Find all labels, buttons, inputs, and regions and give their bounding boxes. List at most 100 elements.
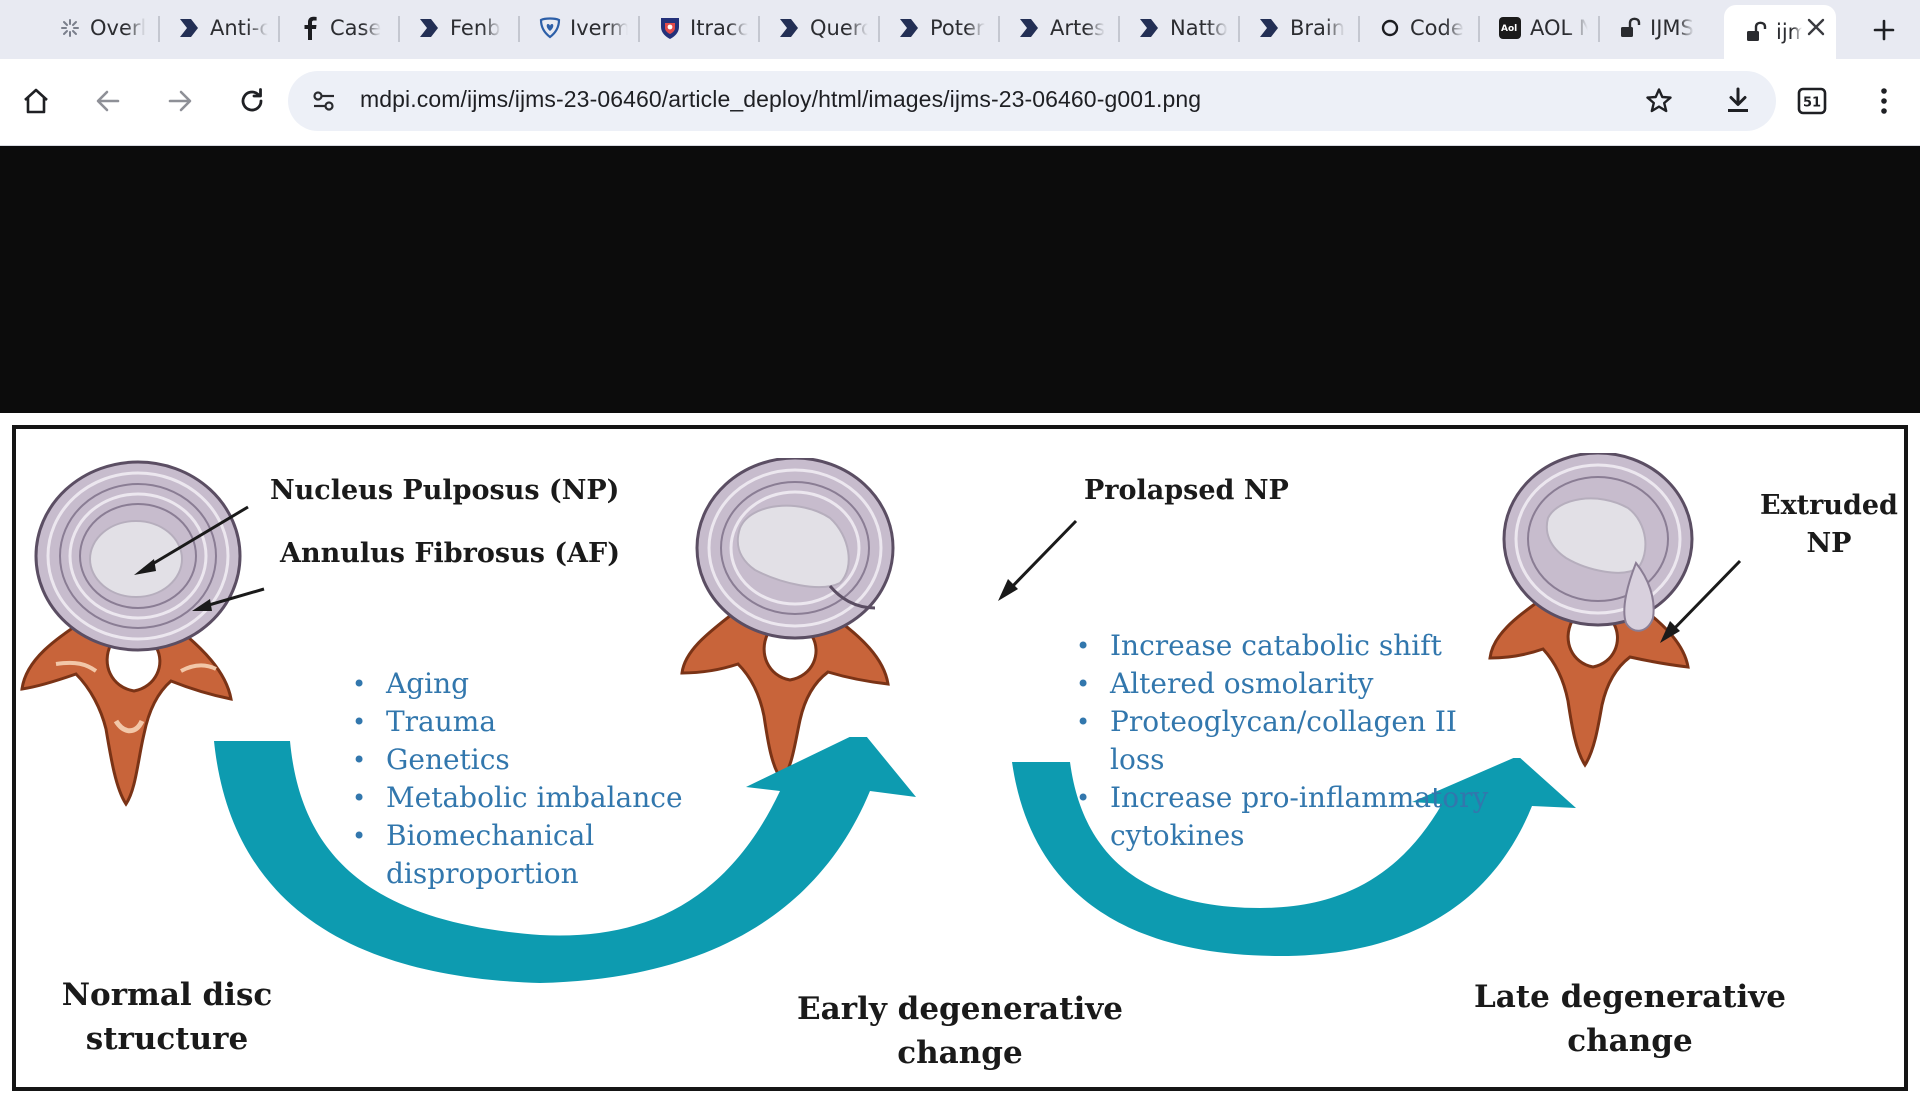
aol-icon: Aol	[1498, 16, 1522, 40]
np-label: Nucleus Pulposus (NP)	[270, 475, 620, 506]
tab-separator	[998, 16, 1000, 42]
tab-separator	[638, 16, 640, 42]
bookmark-tag-icon	[898, 16, 922, 40]
download-button[interactable]	[1716, 79, 1760, 123]
list-item: •Trauma	[352, 705, 497, 738]
tab-anti[interactable]: Anti-c	[158, 7, 274, 49]
tab-separator	[398, 16, 400, 42]
list-item: •Aging	[352, 667, 470, 700]
extruded-nucleus	[1623, 561, 1655, 632]
tab-code[interactable]: Code	[1358, 7, 1474, 49]
facebook-icon	[298, 16, 322, 40]
extruded-np-label: Extruded NP	[1760, 487, 1898, 563]
svg-text:Aol: Aol	[1501, 24, 1517, 34]
tab-separator	[1118, 16, 1120, 42]
tab-label: IJMS	[1650, 16, 1694, 40]
bookmark-tag-icon	[778, 16, 802, 40]
progression-arrow-2	[1012, 758, 1576, 956]
bookmark-tag-icon	[1258, 16, 1282, 40]
reload-button[interactable]	[230, 79, 274, 123]
tab-label: Itracc	[690, 16, 748, 40]
tab-artes[interactable]: Artes	[998, 7, 1114, 49]
close-tab-icon[interactable]	[1801, 12, 1831, 42]
intervertebral-disc	[1502, 453, 1694, 632]
af-label: Annulus Fibrosus (AF)	[280, 538, 620, 569]
toolbar: mdpi.com/ijms/ijms-23-06460/article_depl…	[0, 59, 1920, 146]
tab-strip: Overl Anti-c Case Fenb Iverm Itracc	[0, 0, 1920, 59]
tab-poter[interactable]: Poter	[878, 7, 994, 49]
image-viewer: Nucleus Pulposus (NP) Annulus Fibrosus (…	[0, 146, 1920, 1105]
site-settings-icon[interactable]	[310, 87, 340, 115]
list-item: •Metabolic imbalance	[352, 781, 683, 814]
tab-separator	[1238, 16, 1240, 42]
tab-count-icon: 51	[1797, 87, 1827, 115]
tab-label: Querc	[810, 16, 868, 40]
tab-label: ijm	[1776, 20, 1802, 44]
prolapsed-np-label: Prolapsed NP	[1084, 475, 1289, 506]
list-item: •Genetics	[352, 743, 510, 776]
list-item: •Increase catabolic shift	[1076, 629, 1442, 662]
tab-fenb[interactable]: Fenb	[398, 7, 514, 49]
progression-arrow-1	[214, 737, 916, 983]
tab-aol[interactable]: Aol AOL N	[1478, 7, 1594, 49]
url-text[interactable]: mdpi.com/ijms/ijms-23-06460/article_depl…	[360, 86, 1202, 112]
tab-label: Fenb	[450, 16, 501, 40]
tab-brain[interactable]: Brain	[1238, 7, 1354, 49]
tab-case[interactable]: Case	[278, 7, 394, 49]
early-degeneration-illustration	[680, 458, 895, 783]
tab-label: Brain	[1290, 16, 1346, 40]
tab-separator	[1598, 16, 1600, 42]
reload-icon	[241, 88, 263, 112]
spinner-icon	[58, 16, 82, 40]
tab-ijm-active[interactable]: ijm	[1724, 5, 1836, 59]
bookmark-star-icon[interactable]	[1644, 86, 1674, 116]
stage-label-late: Late degenerative change	[1473, 979, 1787, 1059]
plus-icon	[1873, 19, 1895, 41]
unlocked-icon	[1618, 16, 1642, 40]
mechanisms-list: •Increase catabolic shift •Altered osmol…	[1076, 627, 1488, 855]
address-bar[interactable]: mdpi.com/ijms/ijms-23-06460/article_depl…	[288, 71, 1776, 131]
tab-separator	[878, 16, 880, 42]
circle-icon	[1378, 16, 1402, 40]
tab-querc[interactable]: Querc	[758, 7, 874, 49]
home-icon	[24, 88, 48, 114]
extruded-label-line: NP	[1806, 528, 1852, 559]
intervertebral-disc	[34, 460, 242, 652]
nucleus-pulposus	[89, 520, 183, 598]
np-pointer-arrow	[134, 505, 265, 611]
more-vert-icon	[1881, 88, 1887, 114]
new-tab-button[interactable]	[1864, 10, 1904, 50]
tab-iverm[interactable]: Iverm	[518, 7, 634, 49]
figure-image: Nucleus Pulposus (NP) Annulus Fibrosus (…	[0, 413, 1920, 1105]
forward-button[interactable]	[158, 79, 202, 123]
menu-button[interactable]	[1862, 79, 1906, 123]
tab-label: Iverm	[570, 16, 628, 40]
tab-switcher-button[interactable]: 51	[1790, 79, 1834, 123]
crest-icon	[658, 16, 682, 40]
tab-separator	[1358, 16, 1360, 42]
tab-label: Case	[330, 16, 382, 40]
tab-separator	[278, 16, 280, 42]
tab-separator	[158, 16, 160, 42]
extruded-label-line: Extruded	[1760, 490, 1898, 521]
list-item: •Altered osmolarity	[1076, 667, 1374, 700]
tab-label: Artes	[1050, 16, 1106, 40]
tab-separator	[758, 16, 760, 42]
stage-label-early: Early degenerative change	[797, 991, 1123, 1071]
home-button[interactable]	[14, 79, 58, 123]
back-button[interactable]	[86, 79, 130, 123]
tab-count: 51	[1803, 96, 1821, 111]
tab-itracc[interactable]: Itracc	[638, 7, 754, 49]
back-arrow-icon	[96, 90, 120, 112]
tab-label: Code	[1410, 16, 1464, 40]
tab-label: Anti-c	[210, 16, 268, 40]
tab-ijms[interactable]: IJMS	[1598, 7, 1714, 49]
tab-separator	[518, 16, 520, 42]
tab-separator	[1478, 16, 1480, 42]
tab-natto[interactable]: Natto	[1118, 7, 1234, 49]
tab-overl[interactable]: Overl	[38, 7, 154, 49]
forward-arrow-icon	[168, 90, 192, 112]
